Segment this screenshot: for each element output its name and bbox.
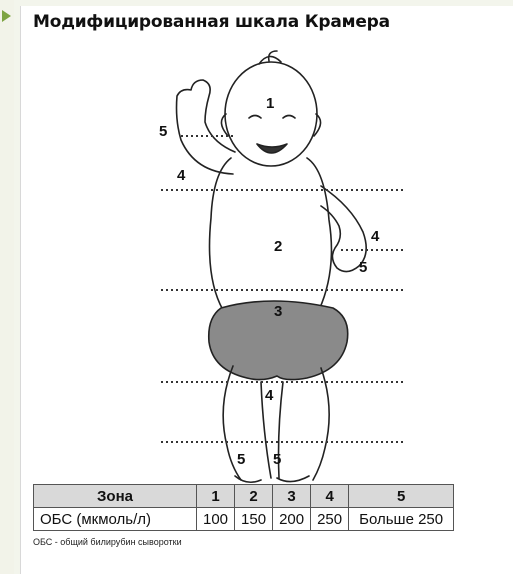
feet: [235, 476, 309, 482]
content-card: Модифицированная шкала Крамера: [20, 6, 513, 574]
table-cell: 250: [311, 508, 349, 531]
page-title: Модифицированная шкала Крамера: [33, 12, 390, 32]
table-header-cell: 5: [349, 485, 454, 508]
table-header-row: Зона 1 2 3 4 5: [34, 485, 454, 508]
table-header-cell: Зона: [34, 485, 197, 508]
baby-zones-figure: 1 5 4 2 4 5 3 4 5 5: [21, 46, 513, 486]
zone-label: 5: [273, 451, 281, 468]
zone-label: 5: [159, 123, 167, 140]
table-cell: ОБС (мкмоль/л): [34, 508, 197, 531]
zone-label: 3: [274, 303, 282, 320]
table-cell: 150: [235, 508, 273, 531]
zone-label: 2: [274, 238, 282, 255]
zone-label: 4: [371, 228, 380, 245]
zone-label: 4: [265, 387, 274, 404]
footnote: ОБС - общий билирубин сыворотки: [33, 537, 182, 547]
table-header-cell: 1: [197, 485, 235, 508]
table-header-cell: 4: [311, 485, 349, 508]
table-header-cell: 2: [235, 485, 273, 508]
table-cell: 200: [273, 508, 311, 531]
table-cell: 100: [197, 508, 235, 531]
zone-label: 5: [237, 451, 245, 468]
zone-label: 4: [177, 167, 186, 184]
torso: [210, 158, 332, 310]
arrow-icon: [2, 10, 11, 22]
zone-label: 5: [359, 259, 367, 276]
table-cell: Больше 250: [349, 508, 454, 531]
table-row: ОБС (мкмоль/л) 100 150 200 250 Больше 25…: [34, 508, 454, 531]
table-header-cell: 3: [273, 485, 311, 508]
side-stripe: [0, 0, 14, 574]
zone-table: Зона 1 2 3 4 5 ОБС (мкмоль/л) 100 150 20…: [33, 484, 454, 531]
zone-label: 1: [266, 95, 274, 112]
